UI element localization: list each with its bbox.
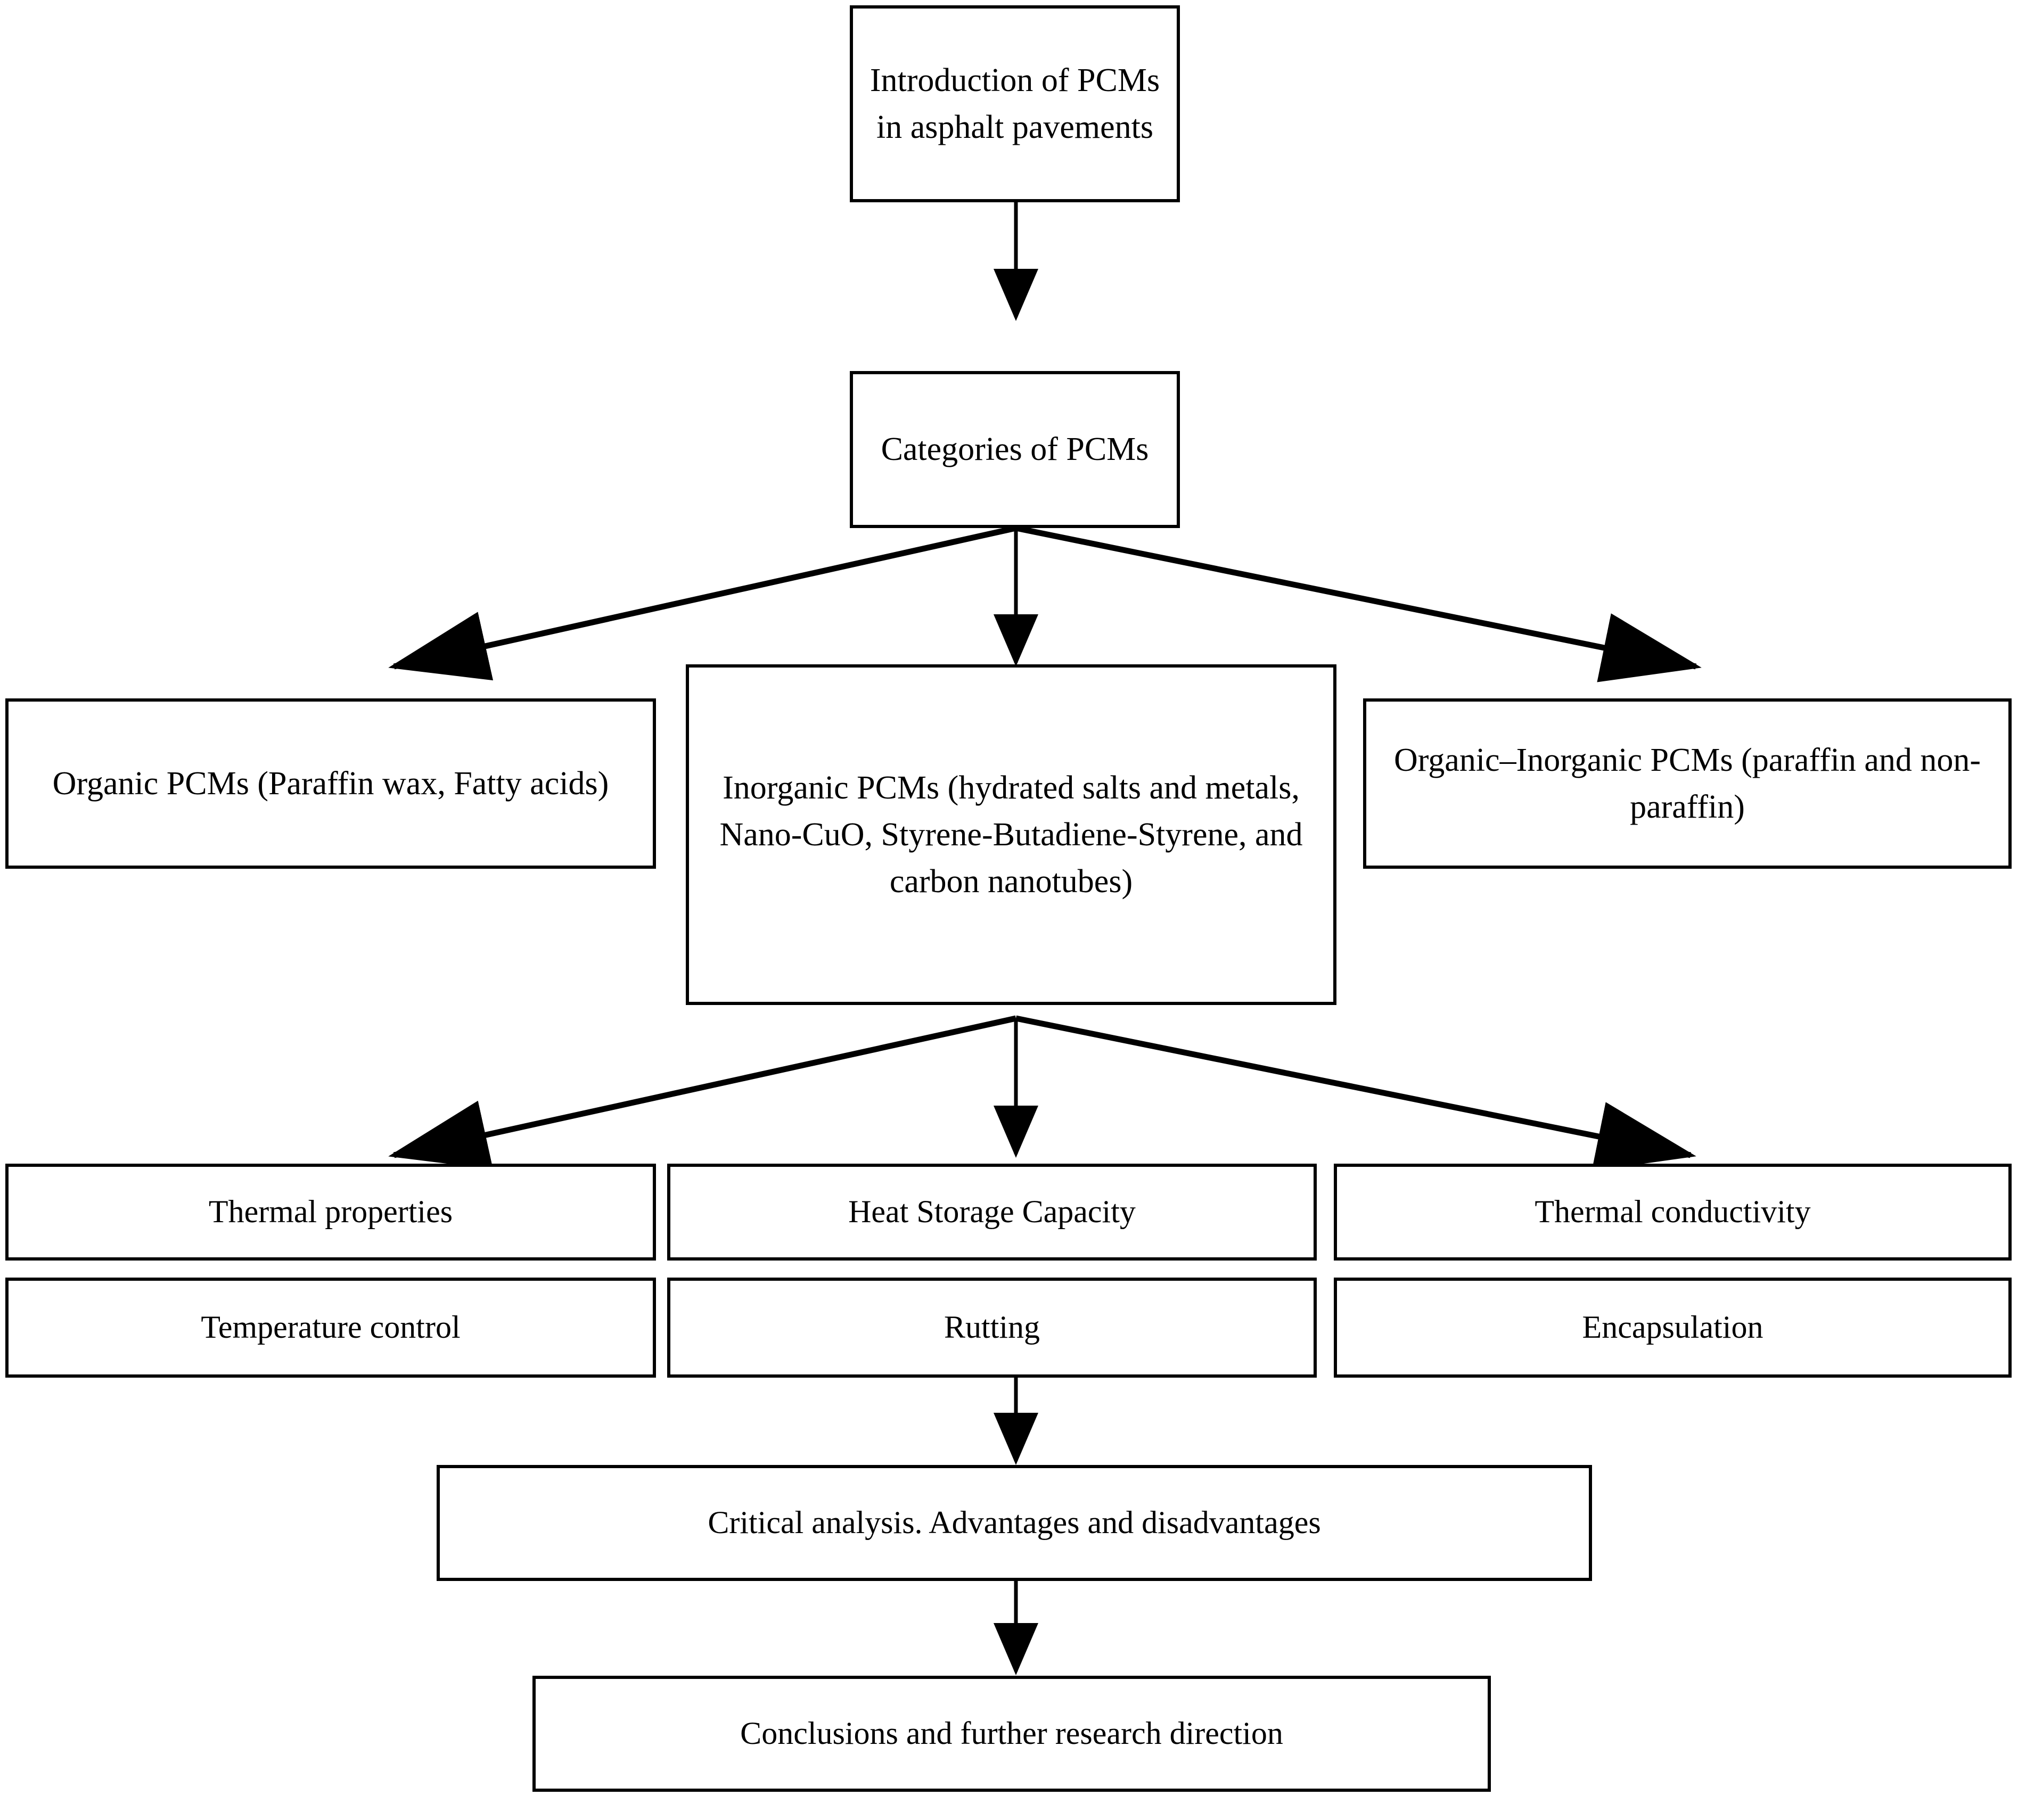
node-conclusions[interactable]: Conclusions and further research directi… — [532, 1676, 1491, 1792]
node-thermal-properties-label: Thermal properties — [208, 1194, 453, 1230]
node-heat-storage-capacity[interactable]: Heat Storage Capacity — [667, 1164, 1317, 1261]
node-categories[interactable]: Categories of PCMs — [850, 371, 1180, 528]
node-organic-pcms-label: Organic PCMs (Paraffin wax, Fatty acids) — [52, 765, 609, 802]
node-encapsulation-label: Encapsulation — [1582, 1310, 1763, 1345]
node-critical-analysis[interactable]: Critical analysis. Advantages and disadv… — [437, 1465, 1592, 1581]
node-heat-storage-capacity-label: Heat Storage Capacity — [848, 1194, 1136, 1230]
edge-categories-to-organic-inorganic — [1015, 525, 1702, 682]
node-rutting[interactable]: Rutting — [667, 1278, 1317, 1378]
node-introduction-label: Introduction of PCMs in asphalt pavement… — [869, 62, 1160, 145]
edge-categories-to-organic — [388, 525, 1017, 681]
node-critical-analysis-label: Critical analysis. Advantages and disadv… — [708, 1505, 1321, 1541]
node-thermal-properties[interactable]: Thermal properties — [5, 1164, 656, 1261]
node-thermal-conductivity[interactable]: Thermal conductivity — [1334, 1164, 2012, 1261]
node-introduction[interactable]: Introduction of PCMs in asphalt pavement… — [850, 5, 1180, 202]
node-organic-inorganic-pcms[interactable]: Organic–Inorganic PCMs (paraffin and non… — [1363, 698, 2012, 869]
node-rutting-label: Rutting — [944, 1310, 1040, 1345]
node-organic-pcms[interactable]: Organic PCMs (Paraffin wax, Fatty acids) — [5, 698, 656, 869]
node-categories-label: Categories of PCMs — [881, 431, 1149, 468]
node-encapsulation[interactable]: Encapsulation — [1334, 1278, 2012, 1378]
node-inorganic-pcms[interactable]: Inorganic PCMs (hydrated salts and metal… — [686, 664, 1336, 1005]
node-temperature-control[interactable]: Temperature control — [5, 1278, 656, 1378]
edge-inorganic-to-thermal-properties — [388, 1015, 1017, 1170]
node-conclusions-label: Conclusions and further research directi… — [740, 1716, 1283, 1751]
node-thermal-conductivity-label: Thermal conductivity — [1535, 1194, 1811, 1230]
node-inorganic-pcms-label: Inorganic PCMs (hydrated salts and metal… — [719, 769, 1303, 900]
edge-inorganic-to-thermal-conductivity — [1015, 1015, 1696, 1171]
node-organic-inorganic-pcms-label: Organic–Inorganic PCMs (paraffin and non… — [1394, 742, 1981, 825]
node-temperature-control-label: Temperature control — [201, 1310, 461, 1345]
